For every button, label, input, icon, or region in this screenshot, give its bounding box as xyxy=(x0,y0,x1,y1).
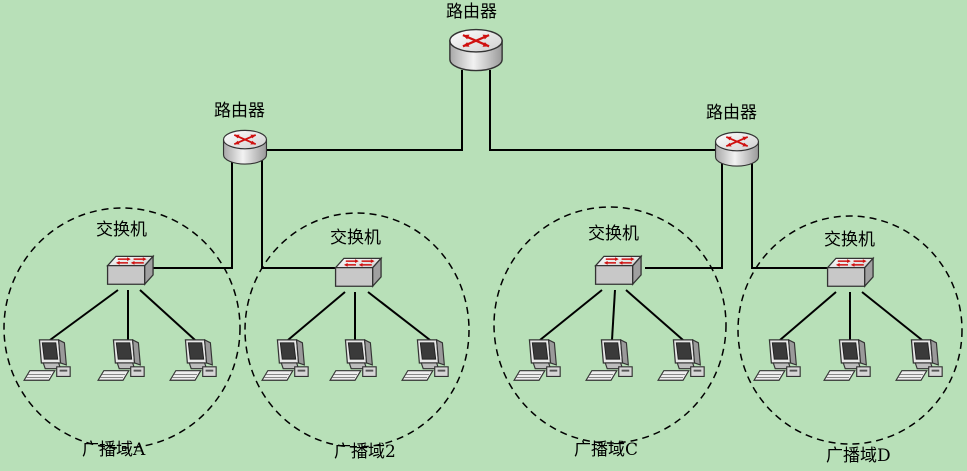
computer-icon xyxy=(513,339,561,381)
computer-icon xyxy=(657,339,705,381)
link-switch-d-pc3 xyxy=(861,291,923,341)
broadcast-domain-c-circle xyxy=(493,206,727,444)
switch-2-label: 交换机 xyxy=(330,228,381,248)
broadcast-domain-2-circle xyxy=(244,212,470,448)
link-switch-a-pc3 xyxy=(139,289,196,341)
switch-c-label: 交换机 xyxy=(588,224,639,244)
left-router-icon xyxy=(222,129,268,166)
right-router-label: 路由器 xyxy=(706,103,757,123)
computer-icon xyxy=(97,339,145,381)
link-top-router-right-router xyxy=(489,70,722,151)
broadcast-domain-d-label: 广播域D xyxy=(826,446,891,466)
broadcast-domain-c-label: 广播域C xyxy=(574,440,639,460)
computer-icon xyxy=(753,339,801,381)
link-switch-2-pc1 xyxy=(287,291,346,341)
broadcast-domain-a-circle xyxy=(3,207,241,449)
link-switch-c-pc3 xyxy=(625,289,684,341)
left-router-label: 路由器 xyxy=(214,101,265,121)
link-switch-a-pc1 xyxy=(49,289,119,341)
switch-a-icon xyxy=(106,255,154,285)
link-switch-2-pc3 xyxy=(367,291,431,341)
computer-icon xyxy=(585,339,633,381)
switch-c-icon xyxy=(594,255,642,285)
link-right-router-switch-d xyxy=(751,160,827,269)
computer-icon xyxy=(895,339,943,381)
computer-icon xyxy=(401,339,449,381)
computer-icon xyxy=(329,339,377,381)
link-switch-c-pc2 xyxy=(611,289,616,341)
switch-d-icon xyxy=(826,257,874,287)
computer-icon xyxy=(23,339,71,381)
switch-a-label: 交换机 xyxy=(96,220,147,240)
broadcast-domains xyxy=(3,206,963,449)
link-left-router-switch-a xyxy=(150,160,233,269)
top-router-icon xyxy=(448,28,504,72)
switch-2-icon xyxy=(334,257,382,287)
connection-lines xyxy=(49,70,923,341)
broadcast-domain-2-label: 广播域2 xyxy=(334,442,396,462)
computer-icon xyxy=(823,339,871,381)
broadcast-domain-d-circle xyxy=(737,215,963,445)
link-switch-d-pc1 xyxy=(779,291,837,341)
broadcast-domain-a-label: 广播域A xyxy=(82,440,146,460)
computer-icon xyxy=(169,339,217,381)
right-router-icon xyxy=(714,131,760,168)
top-router-label: 路由器 xyxy=(446,2,497,22)
link-right-router-switch-c xyxy=(645,160,723,269)
link-top-router-left-router xyxy=(258,70,463,151)
link-left-router-switch-2 xyxy=(261,160,335,269)
switch-d-label: 交换机 xyxy=(824,230,875,250)
link-switch-c-pc1 xyxy=(539,289,603,341)
computer-icon xyxy=(261,339,309,381)
